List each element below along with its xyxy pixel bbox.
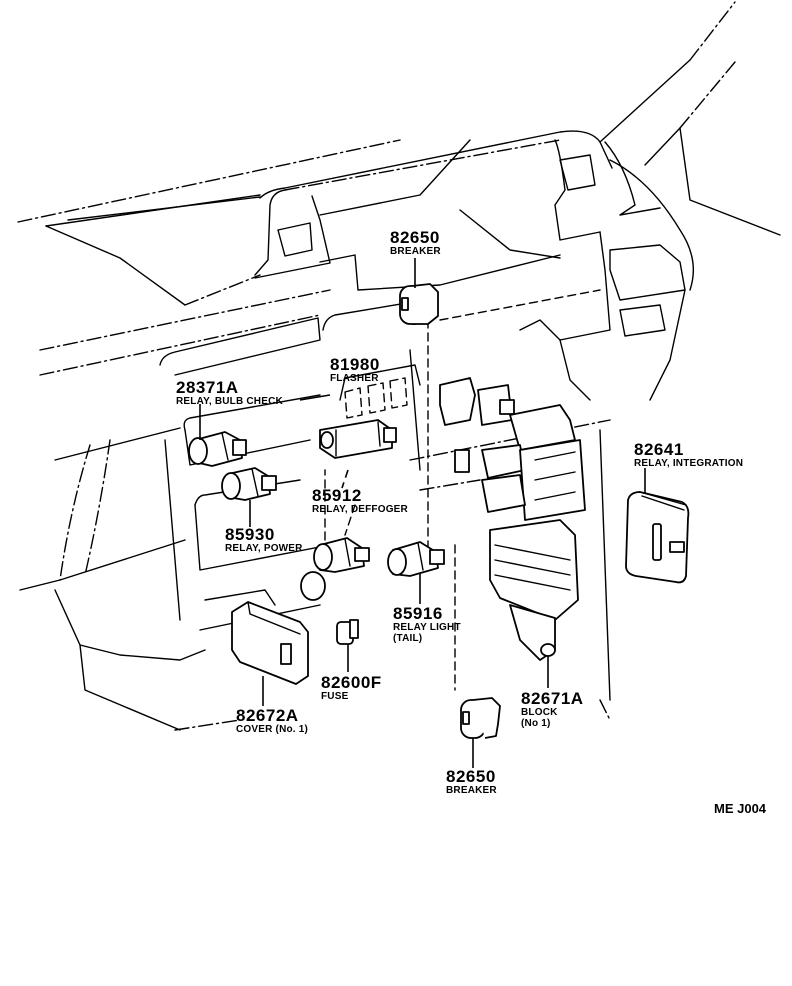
- part-number: 82672A: [236, 706, 299, 725]
- relay-deffoger-lower-part: [300, 537, 370, 601]
- part-description: RELAY, INTEGRATION: [634, 458, 744, 469]
- callout-breaker-bottom: 82650 BREAKER: [446, 768, 497, 796]
- callout-relay-defogger: 85912 RELAY, DEFFOGER: [312, 487, 408, 515]
- callout-relay-power: 85930 RELAY, POWER: [225, 526, 303, 554]
- breaker-top-part: [399, 283, 439, 325]
- part-number: 85916: [393, 604, 443, 623]
- relay-light-tail-part: [387, 541, 445, 577]
- part-number: 82641: [634, 440, 684, 459]
- part-description-line2: (TAIL): [393, 633, 423, 644]
- part-description-line2: (No 1): [521, 718, 551, 729]
- part-number: 85912: [312, 486, 362, 505]
- part-description: BREAKER: [446, 785, 497, 796]
- breaker-bottom-part: [460, 697, 501, 739]
- part-number: 82650: [390, 228, 440, 247]
- part-description: COVER (No. 1): [236, 724, 309, 735]
- part-number: 81980: [330, 355, 380, 374]
- relay-power-part: [221, 467, 277, 501]
- part-number: 82600F: [321, 673, 382, 692]
- callout-relay-light-tail: 85916 RELAY LIGHT (TAIL): [393, 605, 461, 644]
- callout-relay-bulb-check: 28371A RELAY, BULB CHECK: [176, 379, 283, 407]
- leader-lines: [199, 258, 646, 768]
- part-description: RELAY, POWER: [225, 543, 303, 554]
- relay-integration-part: [625, 491, 690, 584]
- relay-bulb-check-part: [188, 431, 247, 467]
- part-number: 82650: [446, 767, 496, 786]
- part-description: BLOCK: [521, 707, 558, 718]
- part-description: RELAY, DEFFOGER: [312, 504, 408, 515]
- relay-defogger-part: [319, 419, 397, 459]
- callout-fuse: 82600F FUSE: [321, 674, 382, 702]
- part-number: 85930: [225, 525, 275, 544]
- callout-block: 82671A BLOCK (No 1): [521, 690, 584, 729]
- callout-breaker-top: 82650 BREAKER: [390, 229, 441, 257]
- part-description: RELAY LIGHT: [393, 622, 461, 633]
- flasher-slots: [344, 377, 408, 419]
- callout-flasher: 81980 FLASHER: [330, 356, 380, 384]
- fuse-block-part: [439, 377, 586, 661]
- diagram-reference-code: ME J004: [714, 801, 767, 816]
- callout-relay-integration: 82641 RELAY, INTEGRATION: [634, 441, 743, 469]
- part-description: BREAKER: [390, 246, 441, 257]
- fuse-part: [336, 619, 359, 645]
- callout-cover: 82672A COVER (No. 1): [236, 707, 308, 735]
- cover-part: [231, 601, 309, 685]
- part-description: FUSE: [321, 691, 349, 702]
- projection-lines: [324, 289, 601, 691]
- part-description: RELAY, BULB CHECK: [176, 396, 283, 407]
- part-number: 28371A: [176, 378, 239, 397]
- part-description: FLASHER: [330, 373, 379, 384]
- part-number: 82671A: [521, 689, 584, 708]
- instrument-panel-outline: [17, 1, 781, 731]
